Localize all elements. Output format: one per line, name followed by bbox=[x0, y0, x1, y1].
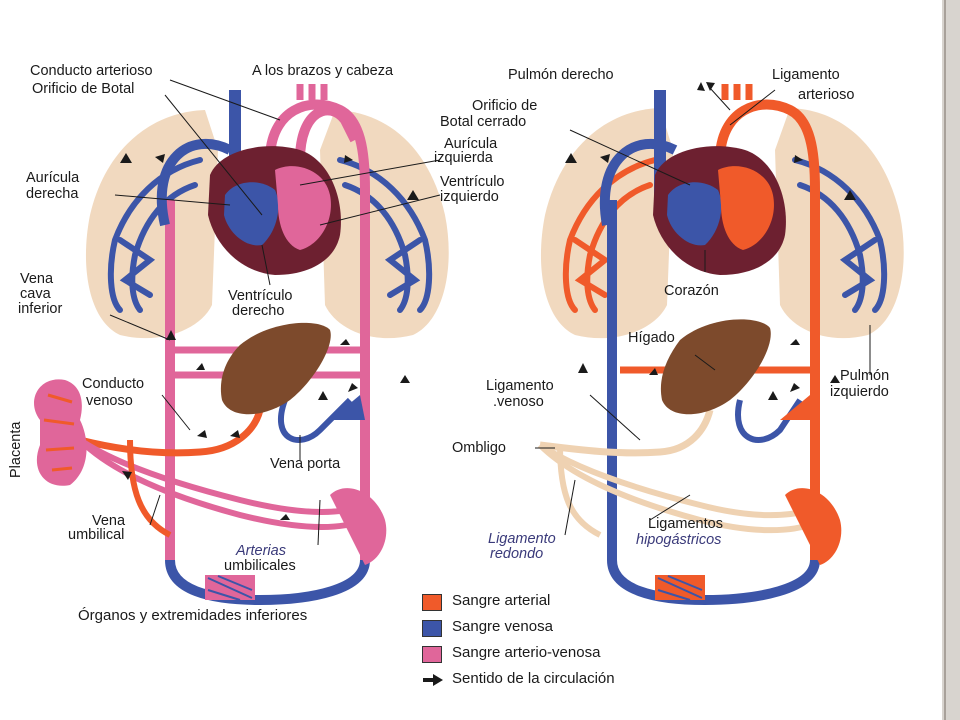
label-ventriculo-der-1: Ventrículo bbox=[228, 288, 293, 304]
legend-swatch-venosa bbox=[422, 620, 442, 637]
arrow-icon bbox=[423, 674, 443, 686]
postnatal-circulation bbox=[537, 82, 904, 606]
legend-text: Sangre venosa bbox=[452, 618, 553, 635]
legend-text: Sangre arterio-venosa bbox=[452, 644, 601, 661]
right-left-lung bbox=[775, 108, 904, 339]
legend-text: Sentido de la circulación bbox=[452, 670, 615, 687]
label-auricula-izq-1: Aurícula bbox=[444, 136, 498, 152]
label-auricula-der-2: derecha bbox=[26, 186, 79, 202]
right-left-chambers bbox=[718, 166, 774, 250]
label-conducto-venoso-2: venoso bbox=[86, 393, 133, 409]
label-conducto-arterioso: Conducto arterioso bbox=[30, 63, 153, 79]
label-ligamento-redondo-1: Ligamento bbox=[488, 531, 556, 547]
label-corazon: Corazón bbox=[664, 283, 719, 299]
label-vena-cava-3: inferior bbox=[18, 301, 63, 317]
label-ventriculo-izq-2: izquierdo bbox=[440, 189, 499, 205]
label-ombligo: Ombligo bbox=[452, 440, 506, 456]
right-right-chambers bbox=[667, 182, 722, 246]
label-vena-porta: Vena porta bbox=[270, 456, 341, 472]
label-pulmon-izq-1: Pulmón bbox=[840, 368, 890, 384]
page-edge-right bbox=[942, 0, 960, 720]
legend-swatch-arterial bbox=[422, 594, 442, 611]
label-orificio-botal: Orificio de Botal bbox=[32, 81, 135, 97]
label-brazos-cabeza: A los brazos y cabeza bbox=[252, 63, 394, 79]
label-pulmon-derecho: Pulmón derecho bbox=[508, 67, 614, 83]
label-ligamento-venoso-1: Ligamento bbox=[486, 378, 554, 394]
label-placenta: Placenta bbox=[8, 421, 24, 478]
label-vena-cava-1: Vena bbox=[20, 271, 54, 287]
label-auricula-izq-2: izquierda bbox=[434, 150, 493, 166]
right-liver bbox=[660, 319, 771, 415]
label-arterias-2: umbilicales bbox=[224, 558, 296, 574]
right-intestine-vessels bbox=[780, 395, 815, 420]
label-conducto-venoso-1: Conducto bbox=[82, 376, 145, 392]
label-ligamentos-hipo-1: Ligamentos bbox=[648, 516, 723, 532]
label-vena-umbilical-1: Vena bbox=[92, 513, 126, 529]
label-auricula-der-1: Aurícula bbox=[26, 170, 80, 186]
left-intestine-vessels bbox=[330, 395, 365, 420]
left-left-chambers bbox=[275, 166, 331, 250]
label-vena-umbilical-2: umbilical bbox=[68, 527, 125, 543]
label-ligamento-venoso-2: .venoso bbox=[493, 394, 544, 410]
left-lower-muscle-right bbox=[330, 488, 387, 565]
label-ventriculo-der-2: derecho bbox=[232, 303, 285, 319]
label-orificio-cerrado-1: Orificio de bbox=[472, 98, 538, 114]
legend-swatch-mixta bbox=[422, 646, 442, 663]
label-orificio-cerrado-2: Botal cerrado bbox=[440, 114, 527, 130]
label-ligamento-arterioso-1: Ligamento bbox=[772, 67, 840, 83]
right-lower-muscle-right bbox=[785, 488, 842, 565]
label-higado: Hígado bbox=[628, 330, 675, 346]
page-edge-line bbox=[944, 0, 946, 720]
label-arterias-1: Arterias bbox=[236, 543, 286, 559]
label-ligamentos-hipo-2: hipogástricos bbox=[636, 532, 722, 548]
left-right-chambers bbox=[224, 182, 279, 246]
label-ligamento-arterioso-2: arterioso bbox=[798, 87, 855, 103]
placenta-shape bbox=[34, 379, 87, 486]
legend-text: Sangre arterial bbox=[452, 592, 551, 609]
fetal-circulation bbox=[34, 84, 449, 606]
leader-lines bbox=[109, 79, 871, 546]
label-organos-inferiores: Órganos y extremidades inferiores bbox=[78, 607, 308, 624]
label-pulmon-izq-2: izquierdo bbox=[830, 384, 889, 400]
left-liver bbox=[220, 322, 331, 415]
label-ventriculo-izq-1: Ventrículo bbox=[440, 174, 505, 190]
label-ligamento-redondo-2: redondo bbox=[490, 546, 544, 562]
label-vena-cava-2: cava bbox=[20, 286, 51, 302]
